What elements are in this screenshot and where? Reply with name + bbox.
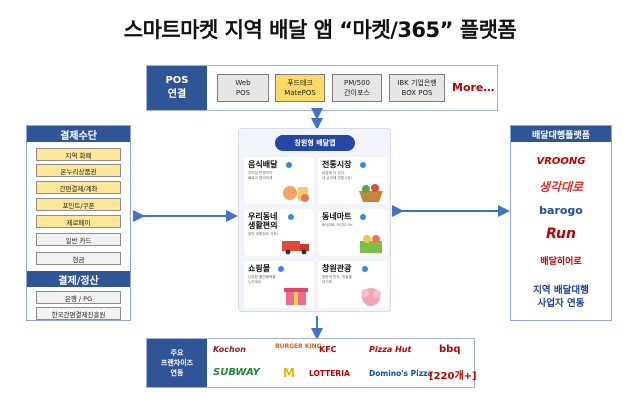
- cart-icon: [360, 235, 382, 253]
- gift-icon: [284, 288, 308, 305]
- brand-count: [220개+]: [429, 371, 477, 382]
- card-title: 음식배달: [248, 160, 278, 169]
- card-title: 쇼핑몰: [248, 264, 271, 273]
- brand-mcdonalds: M: [283, 366, 295, 380]
- payment-item: 포인트/쿠폰: [36, 198, 121, 211]
- franchise-box: 주요 프랜차이즈 연동 Kochon BURGER KING KFC Pizza…: [146, 338, 477, 388]
- payment-item: 간편결제/계좌: [36, 181, 121, 194]
- app-card-convenience: 우리동네 생활편의 일반 생활정보 가득!: [244, 209, 314, 256]
- payment-item: 온누리상품권: [36, 164, 121, 177]
- badge-icon: [288, 214, 294, 220]
- franchise-label: 주요 프랜차이즈 연동: [147, 339, 207, 387]
- app-screen: 창원형 배달앱 음식배달 우리집 반경까지 빠르고 편리하게 전통시장 싸장에 …: [238, 128, 391, 312]
- pos-item-pm500: PM/500 간이포스: [332, 74, 382, 102]
- card-desc: 우리집 반경까지 빠르고 편리하게: [248, 171, 273, 180]
- app-card-shopping: 쇼핑몰 다양한 할인혜택을 누리세요.: [244, 261, 314, 308]
- card-desc: 다양한 할인혜택을 누리세요.: [248, 275, 276, 284]
- settlement-head: 결제/정산: [27, 271, 130, 287]
- delivery-head: 배달대행플랫폼: [511, 126, 611, 142]
- settlement-item: 한국간편결제진흥원: [36, 307, 121, 320]
- brand-dominos: Domino's Pizza: [369, 369, 433, 378]
- brand-kfc: KFC: [319, 345, 337, 354]
- brand-kochon: Kochon: [213, 345, 246, 354]
- pos-item-ibk: IBK 기업은행 BOX POS: [389, 74, 445, 102]
- card-desc: 동네마트 어디도 OK: [322, 223, 353, 227]
- truck-icon: [282, 241, 309, 255]
- delivery-panel: 배달대행플랫폼 VROONG 생각대로 barogo Run 배달히어로 지역 …: [510, 125, 612, 321]
- pos-label: POS 연결: [147, 66, 207, 110]
- settlement-item: 은행 / PG: [36, 291, 121, 304]
- app-card-food: 음식배달 우리집 반경까지 빠르고 편리하게: [244, 157, 314, 204]
- brand-bbq: bbq: [439, 344, 461, 355]
- pos-more-link: More…: [452, 81, 495, 94]
- card-title: 동네마트: [322, 212, 352, 221]
- card-desc: 싸장에 더 있다, 내 손안에 전통시장!: [322, 171, 353, 180]
- payment-item: 지역 화폐: [36, 148, 121, 161]
- logo-delivery-hero: 배달히어로: [540, 257, 582, 267]
- page-title: 스마트마켓 지역 배달 앱 “마켓/365” 플랫폼: [123, 18, 517, 42]
- brand-burger-king: BURGER KING: [275, 343, 322, 350]
- logo-barogo: barogo: [539, 204, 583, 217]
- card-desc: 창원의 맛도, 멋들을 여기에: [322, 275, 352, 284]
- app-card-mart: 동네마트 동네마트 어디도 OK: [318, 209, 388, 256]
- food-icon: [283, 186, 309, 202]
- brand-pizza-hut: Pizza Hut: [369, 345, 412, 354]
- logo-run: Run: [546, 226, 576, 242]
- pos-connection-box: POS 연결 Web POS 푸드테크 MatePOS PM/500 간이포스 …: [146, 65, 498, 111]
- badge-icon: [362, 266, 368, 272]
- app-head: 창원형 배달앱: [275, 135, 355, 151]
- payment-panel: 결제수단 지역 화폐 온누리상품권 간편결제/계좌 포인트/쿠폰 제로페이 일반…: [26, 125, 131, 321]
- badge-icon: [360, 162, 366, 168]
- badge-icon: [286, 162, 292, 168]
- app-card-tourism: 창원관광 창원의 맛도, 멋들을 여기에: [318, 261, 388, 308]
- logo-saenggak: 생각대로: [538, 180, 584, 194]
- brand-subway: SUBWAY: [213, 367, 260, 378]
- badge-icon: [360, 214, 366, 220]
- card-title: 전통시장: [322, 160, 352, 169]
- pos-item-matepos: 푸드테크 MatePOS: [275, 74, 325, 102]
- card-title: 창원관광: [322, 264, 352, 273]
- pos-item-web: Web POS: [217, 74, 269, 102]
- delivery-footer: 지역 배달대행 사업자 연동: [533, 285, 589, 309]
- tourism-icon: [361, 288, 381, 306]
- brand-lotteria: LOTTERIA: [309, 369, 350, 378]
- badge-icon: [278, 266, 284, 272]
- card-title: 우리동네 생활편의: [248, 212, 278, 230]
- payment-item: 현금: [36, 252, 121, 265]
- payment-item: 일반 카드: [36, 233, 121, 246]
- card-desc: 일반 생활정보 가득!: [248, 232, 279, 236]
- app-card-market: 전통시장 싸장에 더 있다, 내 손안에 전통시장!: [318, 157, 388, 204]
- payment-head: 결제수단: [27, 126, 130, 142]
- logo-vroong: VROONG: [536, 156, 586, 167]
- payment-item: 제로페이: [36, 215, 121, 228]
- basket-icon: [359, 184, 383, 202]
